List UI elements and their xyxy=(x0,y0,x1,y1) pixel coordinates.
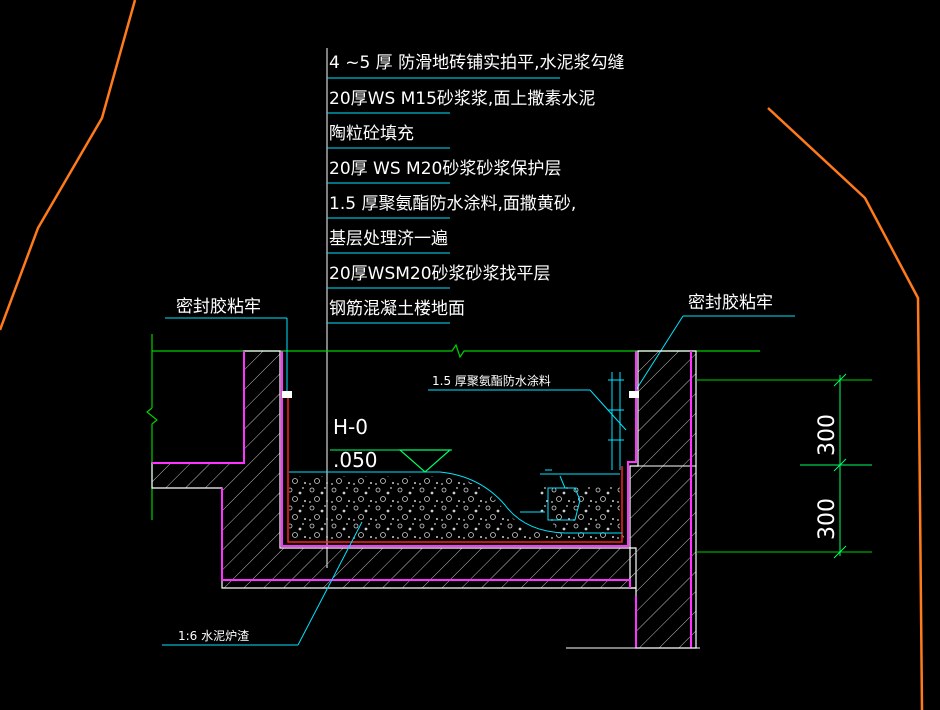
layer-note-1: 4 ~5 厚 防滑地砖铺实拍平,水泥浆勾缝 xyxy=(329,53,625,73)
layer-note-3: 陶粒砼填充 xyxy=(329,124,414,144)
dimension-lower: 300 xyxy=(815,498,840,540)
elevation-top-label: H-0 xyxy=(333,415,368,439)
floor-line xyxy=(146,334,760,520)
waterproof-leader xyxy=(428,389,627,431)
sealant-block-right xyxy=(629,391,639,398)
sealant-block-left xyxy=(282,391,292,398)
layer-notes: 4 ~5 厚 防滑地砖铺实拍平,水泥浆勾缝 20厚WS M15砂浆浆,面上撒素水… xyxy=(329,53,625,319)
concrete-structure-right xyxy=(629,350,697,649)
layer-note-5: 1.5 厚聚氨酯防水涂料,面撒黄砂, xyxy=(329,194,576,214)
tray-surface xyxy=(289,372,624,534)
layer-note-8: 钢筋混凝土楼地面 xyxy=(329,299,465,319)
dimension-lines xyxy=(800,373,872,559)
waterproof-membrane xyxy=(152,351,692,648)
layer-note-2: 20厚WS M15砂浆浆,面上撒素水泥 xyxy=(329,89,595,109)
waterproof-coating-label: 1.5 厚聚氨酯防水涂料 xyxy=(432,373,551,388)
layer-note-7: 20厚WSM20砂浆砂浆找平层 xyxy=(329,264,551,284)
dimension-upper: 300 xyxy=(815,414,840,456)
concrete-structure-left xyxy=(151,350,637,589)
triangle-elevation-icon xyxy=(398,449,452,473)
cinder-fill xyxy=(289,476,624,540)
sealant-label-left: 密封胶粘牢 xyxy=(176,297,261,317)
elevation-bottom-label: .050 xyxy=(333,448,378,472)
elevation-marker: H-0 .050 xyxy=(330,415,452,473)
layer-note-underlines xyxy=(327,77,560,324)
outline-curve-left xyxy=(0,0,137,331)
cinder-fill-right xyxy=(540,485,620,535)
break-line-icon xyxy=(146,407,158,520)
sealant-label-right: 密封胶粘牢 xyxy=(688,293,773,313)
layer-note-6: 基层处理济一遍 xyxy=(329,229,448,249)
red-protection-layer xyxy=(287,395,623,543)
layer-note-4: 20厚 WS M20砂浆砂浆保护层 xyxy=(329,159,561,179)
cinder-leader xyxy=(162,521,363,646)
outline-curve-right xyxy=(767,107,924,710)
cinder-fill-label: 1:6 水泥炉渣 xyxy=(178,629,249,643)
